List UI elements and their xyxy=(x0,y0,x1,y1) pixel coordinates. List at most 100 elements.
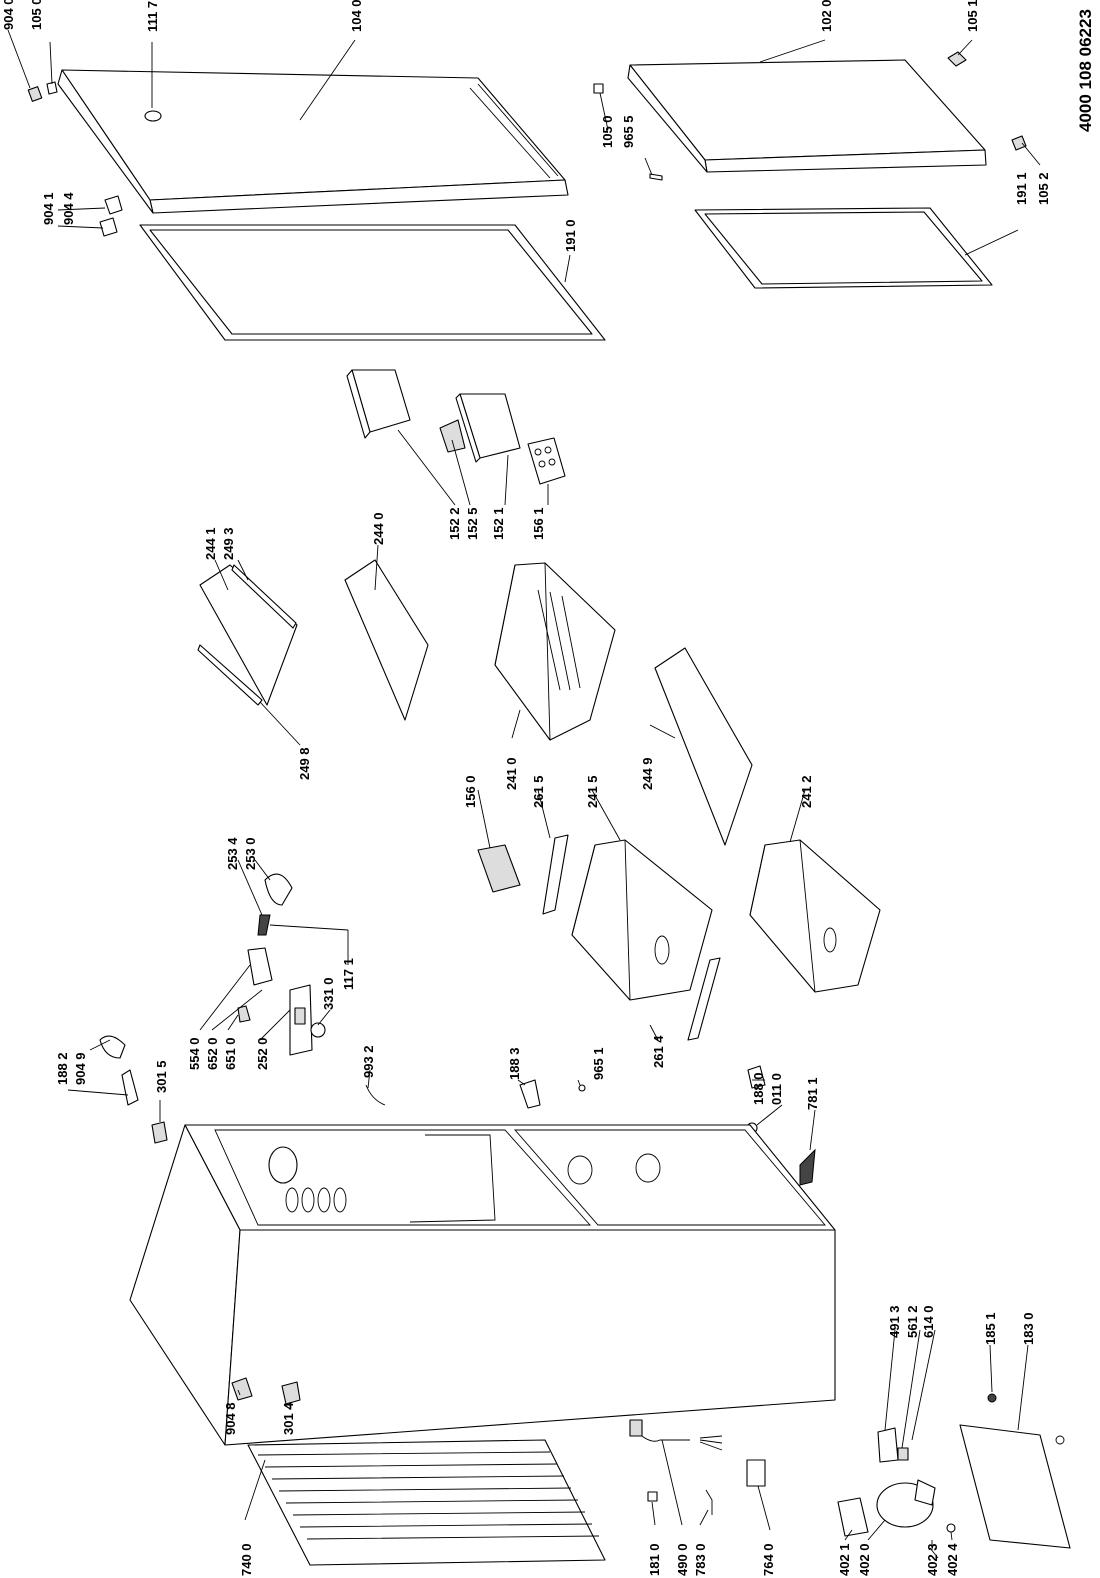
label-152-1: 152 1 xyxy=(491,507,506,540)
condenser-740-0 xyxy=(247,1439,606,1566)
compressor-402-0 xyxy=(876,1479,936,1528)
label-105-0b: 105 0 xyxy=(600,115,615,148)
label-490-0: 490 0 xyxy=(675,1543,690,1576)
label-105-2: 105 2 xyxy=(1036,172,1051,205)
label-102-0: 102 0 xyxy=(819,0,834,32)
label-117-1: 117 1 xyxy=(341,958,356,990)
ice-tray-156-0 xyxy=(477,844,521,893)
label-261-4: 261 4 xyxy=(651,1035,666,1068)
label-105-0a: 105 0 xyxy=(29,0,44,30)
label-402-4: 402 4 xyxy=(945,1543,960,1576)
label-331-0: 331 0 xyxy=(321,977,336,1010)
thermostat-554-0 xyxy=(237,947,273,1023)
label-261-5: 261 5 xyxy=(531,775,546,808)
label-181-0: 181 0 xyxy=(647,1543,662,1576)
door-balcony-152-2 xyxy=(346,369,411,439)
power-cord-490-0 xyxy=(629,1419,723,1451)
label-241-0: 241 0 xyxy=(504,757,519,790)
pipe-783-0 xyxy=(705,1489,713,1515)
label-561-2: 561 2 xyxy=(905,1305,920,1338)
label-402-3: 402 3 xyxy=(925,1543,940,1576)
rail-261-5 xyxy=(542,834,569,915)
cover-301-5 xyxy=(151,1121,168,1144)
label-191-1: 191 1 xyxy=(1014,172,1029,205)
fridge-door-102-0 xyxy=(627,59,987,173)
grommet-181-0 xyxy=(647,1491,658,1502)
glass-shelf-244-0 xyxy=(344,559,429,721)
label-781-1: 781 1 xyxy=(805,1077,820,1110)
hinge-105-2 xyxy=(1011,135,1027,151)
label-188-0: 188 0 xyxy=(751,1072,766,1105)
label-740-0: 740 0 xyxy=(239,1543,254,1576)
label-244-1: 244 1 xyxy=(203,527,218,560)
base-plate-183-0 xyxy=(959,1424,1071,1549)
label-253-0: 253 0 xyxy=(243,837,258,870)
label-188-3: 188 3 xyxy=(507,1047,522,1080)
label-614-0: 614 0 xyxy=(921,1305,936,1338)
label-249-3: 249 3 xyxy=(221,527,236,560)
label-191-0: 191 0 xyxy=(563,219,578,252)
label-402-1: 402 1 xyxy=(837,1543,852,1576)
bracket-188-3 xyxy=(519,1079,541,1109)
label-185-1: 185 1 xyxy=(983,1312,998,1345)
label-764-0: 764 0 xyxy=(761,1543,776,1576)
label-783-0: 783 0 xyxy=(693,1543,708,1576)
label-152-5: 152 5 xyxy=(465,507,480,540)
label-156-1: 156 1 xyxy=(531,507,546,540)
glass-cover-244-9 xyxy=(654,647,753,846)
label-183-0: 183 0 xyxy=(1021,1312,1036,1345)
screw-965-1 xyxy=(578,1084,586,1092)
pipe-402-3 xyxy=(929,1547,939,1559)
bracket-402-1 xyxy=(837,1497,869,1537)
hose-993-2 xyxy=(365,1084,386,1106)
label-249-8: 249 8 xyxy=(297,747,312,780)
label-491-3: 491 3 xyxy=(887,1305,902,1338)
hinge-105-1 xyxy=(947,51,967,67)
label-244-0: 244 0 xyxy=(371,512,386,545)
label-111-7: 111 7 xyxy=(145,0,160,32)
label-965-5: 965 5 xyxy=(621,115,636,148)
label-105-1: 105 1 xyxy=(965,0,980,32)
hinge-cover-904-0 xyxy=(27,81,58,102)
bracket-188-0 xyxy=(747,1065,766,1089)
label-252-0: 252 0 xyxy=(255,1037,270,1070)
door-balcony-152-1 xyxy=(455,393,521,463)
glass-shelf-244-1 xyxy=(197,564,298,706)
label-241-2: 241 2 xyxy=(799,775,814,808)
document-number: 4000 108 06223 xyxy=(1076,9,1095,132)
label-253-4: 253 4 xyxy=(225,837,240,870)
label-188-2: 188 2 xyxy=(55,1052,70,1085)
label-993-2: 993 2 xyxy=(361,1045,376,1078)
freezer-door-104-0 xyxy=(57,69,569,214)
light-cover-253-0 xyxy=(264,873,293,906)
label-904-8: 904 8 xyxy=(223,1402,238,1435)
label-301-4: 301 4 xyxy=(281,1402,296,1435)
label-011-0: 011 0 xyxy=(769,1073,784,1105)
label-904-0a: 904 0 xyxy=(1,0,16,30)
cabinet-body xyxy=(129,1124,836,1446)
grommet-402-4 xyxy=(946,1523,956,1533)
door-gasket-191-1 xyxy=(694,207,993,289)
label-301-5: 301 5 xyxy=(154,1060,169,1093)
label-241-5: 241 5 xyxy=(585,775,600,808)
filter-drier-764-0 xyxy=(746,1459,766,1487)
freezer-drawer-241-2 xyxy=(749,839,881,993)
balcony-clip-152-5 xyxy=(439,419,466,453)
label-904-1: 904 1 xyxy=(41,192,56,225)
clips-904-1-904-4 xyxy=(99,195,123,237)
screw-185-1 xyxy=(987,1393,997,1403)
spring-253-4 xyxy=(257,914,271,936)
label-554-0: 554 0 xyxy=(187,1037,202,1070)
egg-tray-156-1 xyxy=(527,437,566,485)
label-402-0: 402 0 xyxy=(857,1543,872,1576)
label-244-9: 244 9 xyxy=(640,757,655,790)
cover-301-4 xyxy=(281,1381,301,1405)
label-651-0: 651 0 xyxy=(223,1037,238,1070)
label-156-0: 156 0 xyxy=(463,775,478,808)
bushing-105-0b xyxy=(593,83,604,94)
label-904-9: 904 9 xyxy=(73,1052,88,1085)
relay-491-3 xyxy=(877,1427,909,1463)
label-652-0: 652 0 xyxy=(205,1037,220,1070)
drawer-241-0 xyxy=(494,562,616,741)
